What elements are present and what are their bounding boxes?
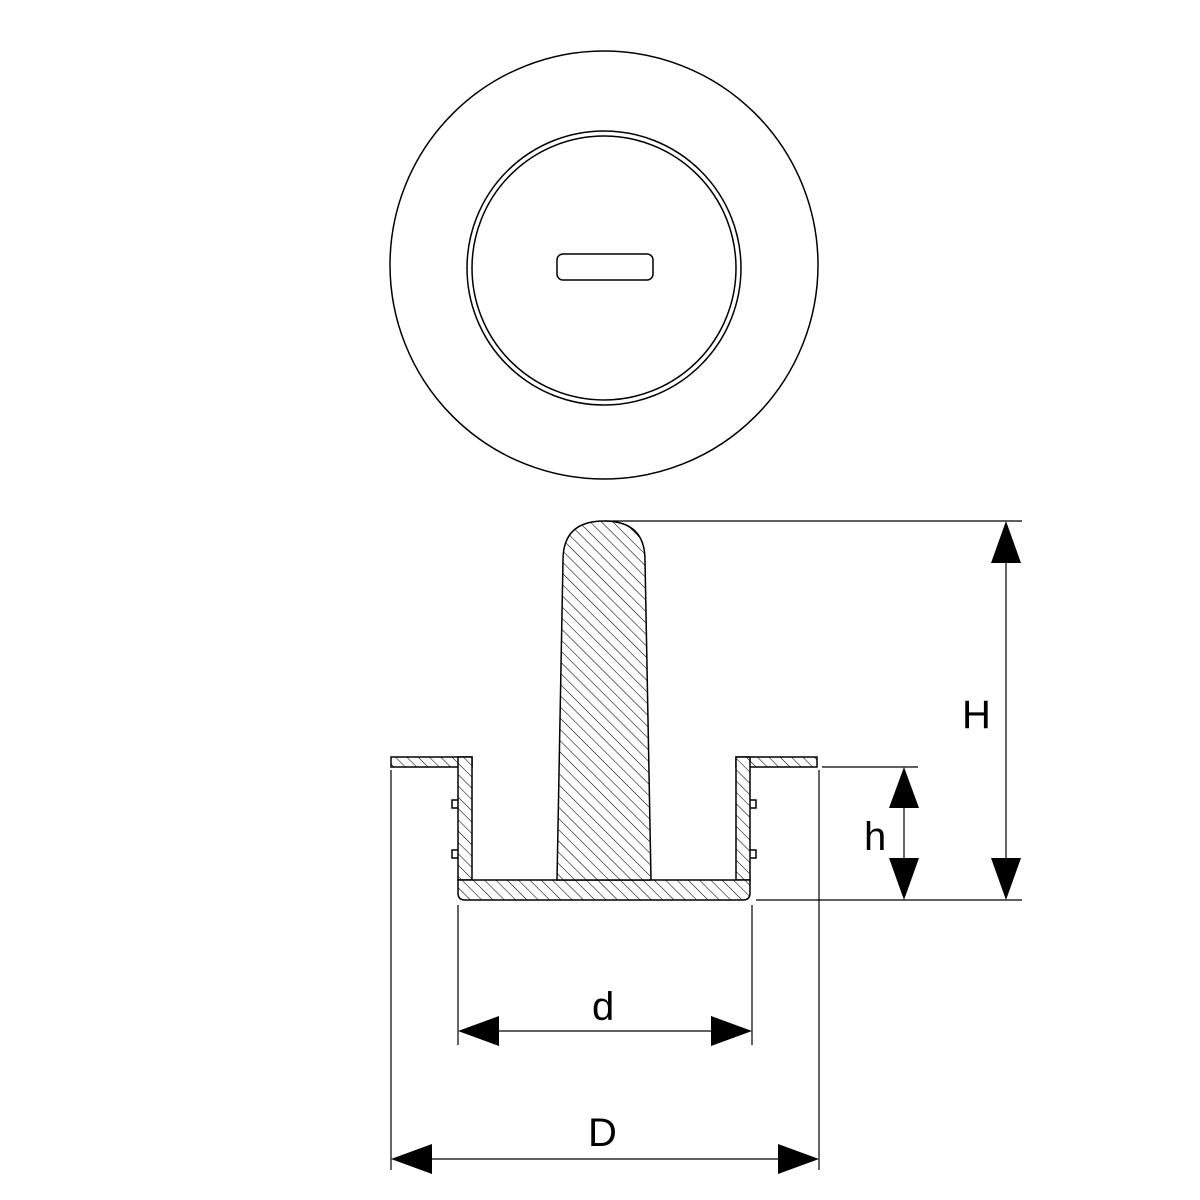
cup-outer-circle (466, 130, 742, 406)
arrow-h-top (991, 521, 1021, 563)
cup-inner-circle (471, 135, 737, 401)
bottom-plate-section (457, 879, 751, 901)
right-wall-section (735, 756, 751, 881)
wall-notches (451, 799, 757, 859)
label-inner-diameter: d (592, 985, 614, 1029)
left-wall-section (457, 756, 473, 881)
top-view (389, 50, 819, 480)
stem-section (556, 520, 652, 881)
outer-flange-circle (389, 50, 819, 480)
arrow-small-h-bottom (889, 858, 919, 900)
section-view (390, 520, 818, 901)
arrow-d-right (711, 1016, 752, 1046)
arrow-D-right (778, 1144, 819, 1174)
slot (556, 253, 654, 281)
arrow-D-left (391, 1144, 432, 1174)
label-overall-height: H (962, 693, 991, 737)
arrow-d-left (458, 1016, 499, 1046)
arrow-small-h-top (889, 767, 919, 808)
arrow-h-bottom (991, 858, 1021, 900)
dimension-lines (390, 520, 1022, 1170)
dimension-arrows (391, 521, 1021, 1174)
label-recess-depth: h (864, 815, 886, 859)
label-outer-diameter: D (588, 1111, 617, 1155)
